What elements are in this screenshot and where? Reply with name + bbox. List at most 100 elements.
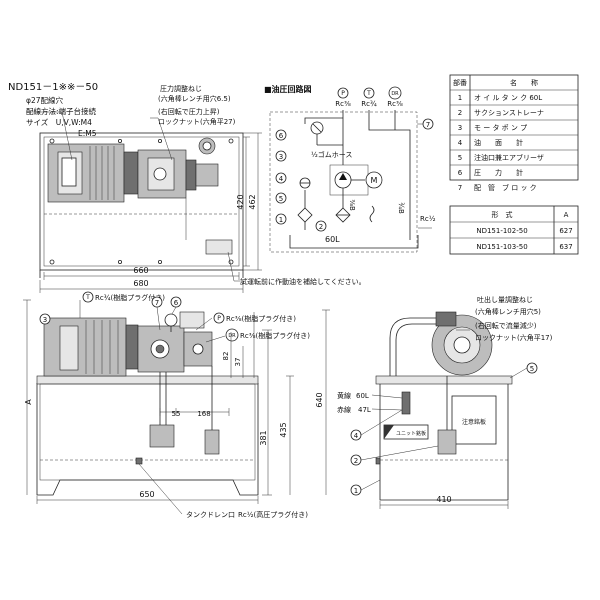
circuit-port-p-tag: P <box>341 90 345 97</box>
drain-callout: タンクドレン口 Rc½(高圧プラグ付き) <box>186 510 308 519</box>
parts-table-cell-5-1: 圧 力 計 <box>474 168 523 177</box>
circuit-balloon-6-text: 6 <box>279 132 284 140</box>
front-view-drain <box>135 457 143 465</box>
front-view-dimensions: 650 55 168 82 37 640 435 381 A <box>23 299 330 504</box>
circuit-balloon-4-text: 4 <box>279 175 284 183</box>
pressure-screw-locknut: ロックナット(六角平27) <box>158 117 236 126</box>
parts-table-cell-3-0: 4 <box>458 139 463 147</box>
circuit-balloon-6 <box>275 129 287 141</box>
side-balloon-4-text: 4 <box>354 432 359 440</box>
flow-screw-title: 吐出し量調整ねじ <box>477 295 533 304</box>
red-line-value: 47L <box>358 406 371 414</box>
side-balloon-5-text: 5 <box>530 365 534 373</box>
circuit-port-t-tag: T <box>366 90 371 97</box>
dim-640: 640 <box>315 392 324 407</box>
front-port-dr: DR Rc⅜(樹脂プラグ付き) <box>205 328 310 343</box>
front-view-motor <box>43 317 127 377</box>
model-header: ND151－1※※－50 φ27配線穴 配線方法:端子台接続 サイズ U,V,W… <box>8 82 98 138</box>
circuit-port-t-thread: Rc¾ <box>361 100 377 108</box>
side-view-hose <box>389 317 440 376</box>
parts-table-cell-2-1: モ ー タ ポ ン プ <box>474 123 527 132</box>
terminal-size-e: E:M5 <box>78 129 97 138</box>
dim-680: 680 <box>133 279 148 288</box>
front-port-t-tag: T <box>85 294 90 301</box>
trial-run-note-text: 試運転前に作動油を補給してください。 <box>240 277 366 286</box>
unit-label-text: ユニット銘板 <box>396 430 426 437</box>
flow-screw-direction: (右回転で流量減少) <box>475 321 537 330</box>
front-view-tank <box>36 383 259 496</box>
circuit-port-p-thread: Rc⅜ <box>335 100 351 108</box>
model-table-cell-1-0: ND151-103-50 <box>476 243 527 251</box>
parts-table-cell-2-0: 3 <box>458 124 462 132</box>
pressure-screw-direction: (右回転で圧力上昇) <box>158 107 220 116</box>
circuit-balloon-5 <box>275 192 287 204</box>
parts-header-name: 名 称 <box>510 78 538 87</box>
trial-run-note: 試運転前に作動油を補給してください。 <box>227 251 366 286</box>
front-port-p-text: Rc⅜(樹脂プラグ付き) <box>226 314 296 323</box>
circuit-motor <box>365 171 383 189</box>
side-view: 注意銘板 ユニット銘板 <box>375 311 513 501</box>
wiring-method-label: 配線方法:端子台接続 <box>26 106 97 116</box>
dim-82: 82 <box>222 352 230 361</box>
flow-screw-callout: 吐出し量調整ねじ (六角棒レンチ用穴5) (右回転で流量減少) ロックナット(六… <box>456 295 553 342</box>
front-port-p: P Rc⅜(樹脂プラグ付き) <box>195 312 296 331</box>
circuit-balloon-2-text: 2 <box>319 223 323 231</box>
front-port-p-tag: P <box>217 315 221 322</box>
parts-table-cell-1-0: 2 <box>458 109 462 117</box>
front-balloon-6-text: 6 <box>174 299 179 307</box>
parts-table-cell-4-0: 5 <box>458 154 462 162</box>
front-view-pump <box>137 325 185 373</box>
side-view-caution-plate <box>451 395 497 445</box>
dim-a: A <box>24 399 33 405</box>
circuit-34b: ¾B <box>397 202 405 214</box>
tank-drain-label: タンクドレン口 <box>186 510 235 519</box>
circuit-rc12: Rc½ <box>420 215 436 223</box>
circuit-port-p: P Rc⅜ <box>335 87 351 108</box>
circuit-port-t: T Rc¾ <box>361 87 377 108</box>
flow-screw-hex: (六角棒レンチ用穴5) <box>475 307 541 316</box>
parts-table-cell-5-0: 6 <box>458 169 463 177</box>
circuit-balloon-2 <box>315 220 327 232</box>
model-header-a: A <box>564 211 569 219</box>
front-balloon-3-text: 3 <box>43 316 47 324</box>
wiring-hole-label: φ27配線穴 <box>26 95 63 105</box>
model-code: ND151－1※※－50 <box>8 82 98 93</box>
parts-table-cell-3-1: 油 面 計 <box>474 138 523 147</box>
circuit-balloon-1-text: 1 <box>279 216 283 224</box>
top-view-level-gauge <box>205 239 233 255</box>
circuit-balloon-5-text: 5 <box>279 195 283 203</box>
dim-660: 660 <box>133 266 148 275</box>
circuit-title: ■油圧回路図 <box>264 84 312 94</box>
red-line-label: 赤線 <box>337 405 351 414</box>
drain-plug-label: Rc½(高圧プラグ付き) <box>238 510 308 519</box>
dim-381: 381 <box>259 430 268 445</box>
yellow-line-label: 黄線 <box>337 391 351 400</box>
yellow-line-value: 60L <box>356 392 369 400</box>
parts-table-cell-0-0: 1 <box>458 94 462 102</box>
model-table-cell-0-0: ND151-102-50 <box>476 227 527 235</box>
circuit-balloon-7-text: 7 <box>426 121 430 129</box>
circuit-balloon-1 <box>275 213 287 225</box>
front-balloon-7-text: 7 <box>155 299 159 307</box>
circuit-balloon-4 <box>275 172 287 184</box>
dim-168: 168 <box>197 410 210 418</box>
circuit-tank-volume: 60L <box>325 235 340 244</box>
model-header-type: 形 式 <box>492 210 513 219</box>
front-view <box>36 311 259 515</box>
parts-table-cell-4-1: 注油口兼エアブリーザ <box>474 153 544 162</box>
circuit-port-dr: DR Rc⅜ <box>387 86 403 108</box>
pressure-screw-callout: 圧力調整ねじ (六角棒レンチ用穴6.5) (右回転で圧力上昇) ロックナット(六… <box>158 84 236 126</box>
dim-420: 420 <box>236 194 245 209</box>
circuit-port-dr-thread: Rc⅜ <box>387 100 403 108</box>
terminal-size-uvw: サイズ U,V,W:M4 <box>26 117 92 127</box>
volume-labels: 黄線 60L 赤線 47L <box>337 391 403 414</box>
parts-header-no: 部番 <box>453 78 467 87</box>
circuit-balloon-3 <box>275 150 287 162</box>
parts-table-cell-1-1: サクションストレーナ <box>474 109 544 117</box>
front-view-strainer <box>149 424 175 448</box>
caution-plate-text: 注意銘板 <box>462 418 486 426</box>
front-view-oil-tank <box>39 383 256 481</box>
